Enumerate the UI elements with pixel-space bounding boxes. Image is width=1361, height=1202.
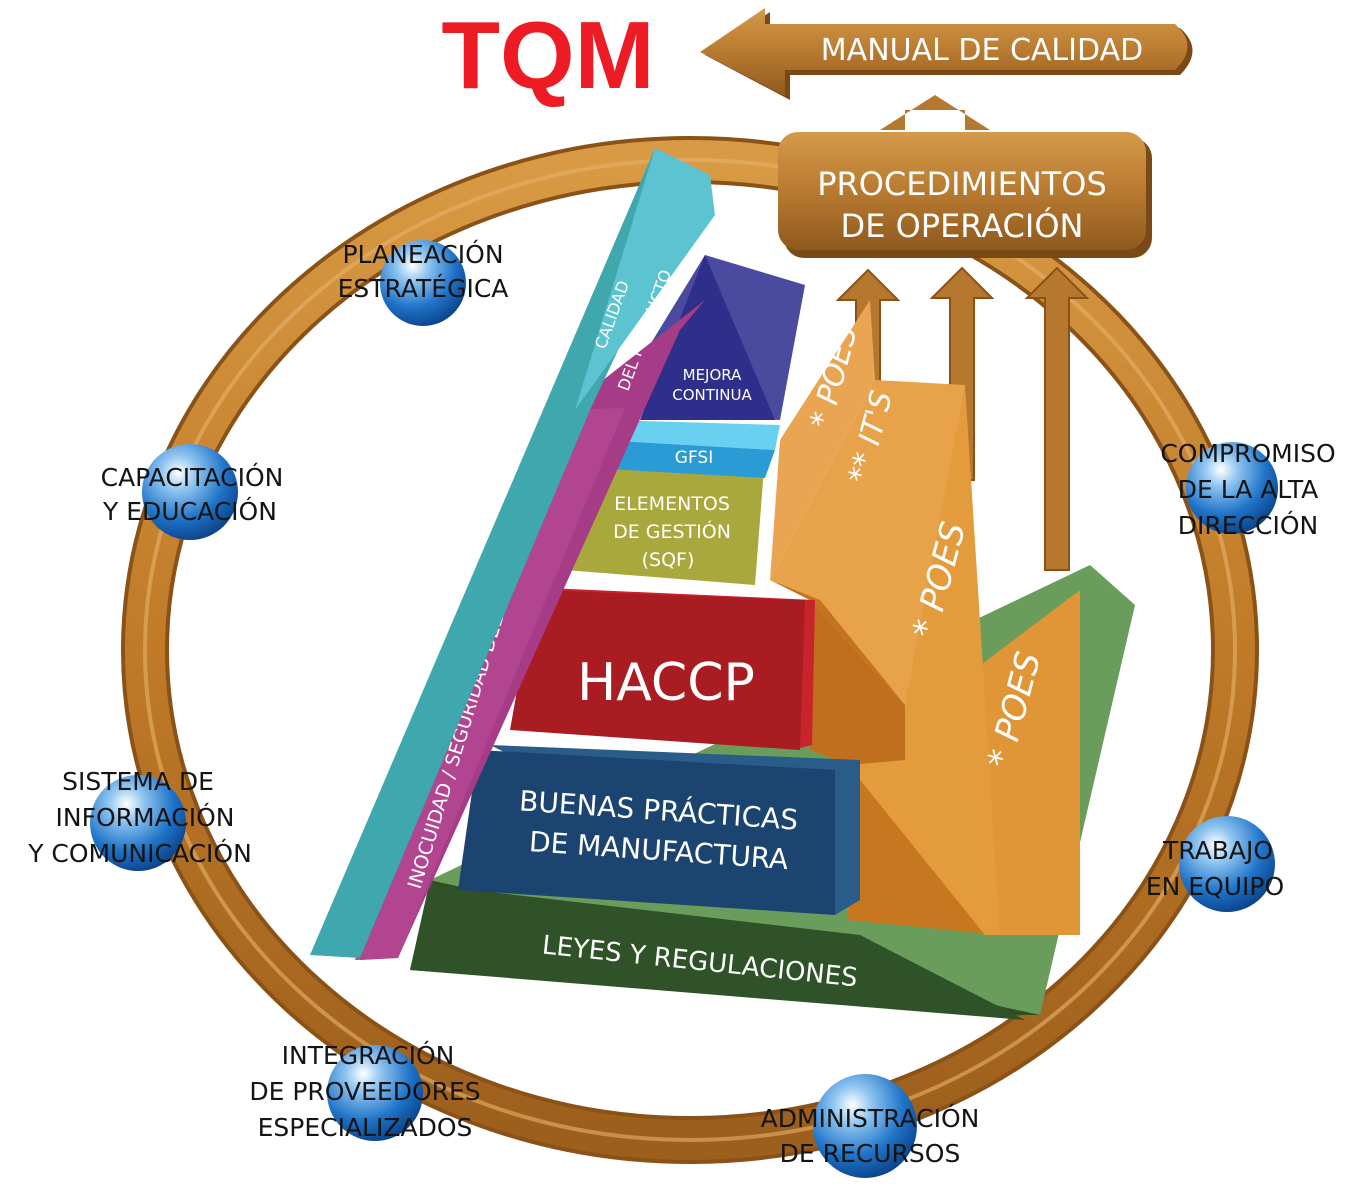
mejora-line1: MEJORA	[683, 366, 742, 384]
elementos-line3: (SQF)	[642, 549, 695, 571]
node-administracion: ADMINISTRACIÓN DE RECURSOS	[761, 1074, 980, 1178]
bpm-block: BUENAS PRÁCTICAS DE MANUFACTURA	[458, 745, 860, 915]
node-trabajo-line1: TRABAJO	[1162, 836, 1273, 865]
node-integracion-line3: ESPECIALIZADOS	[258, 1113, 473, 1142]
gfsi-block: GFSI	[590, 420, 780, 478]
poes-block: * POES ** IT'S * POES * POES	[770, 300, 1080, 935]
node-capacitacion-line1: CAPACITACIÓN	[101, 462, 284, 492]
manual-label: MANUAL DE CALIDAD	[821, 33, 1143, 68]
node-integracion-line1: INTEGRACIÓN	[282, 1040, 455, 1070]
node-planeacion: PLANEACIÓN ESTRATÉGICA	[338, 239, 509, 326]
node-administracion-line2: DE RECURSOS	[780, 1139, 961, 1168]
elementos-line1: ELEMENTOS	[614, 493, 730, 515]
node-trabajo: TRABAJO EN EQUIPO	[1146, 816, 1284, 912]
gfsi-label: GFSI	[675, 448, 713, 468]
node-compromiso-line2: DE LA ALTA	[1178, 475, 1319, 504]
mejora-line2: CONTINUA	[672, 386, 752, 404]
tqm-title: TQM	[441, 2, 654, 109]
node-trabajo-line2: EN EQUIPO	[1146, 872, 1284, 901]
node-integracion: INTEGRACIÓN DE PROVEEDORES ESPECIALIZADO…	[249, 1040, 480, 1142]
elementos-block: ELEMENTOS DE GESTIÓN (SQF)	[565, 455, 765, 585]
node-sistema: SISTEMA DE INFORMACIÓN Y COMUNICACIÓN	[27, 767, 252, 871]
procedures-line2: DE OPERACIÓN	[841, 206, 1084, 245]
node-administracion-line1: ADMINISTRACIÓN	[761, 1103, 980, 1133]
elementos-line2: DE GESTIÓN	[613, 519, 731, 543]
node-capacitacion: CAPACITACIÓN Y EDUCACIÓN	[101, 444, 284, 540]
node-integracion-line2: DE PROVEEDORES	[249, 1077, 480, 1106]
procedures-box: PROCEDIMIENTOS DE OPERACIÓN	[778, 95, 1152, 258]
node-sistema-line2: INFORMACIÓN	[56, 802, 235, 832]
procedures-line1: PROCEDIMIENTOS	[817, 165, 1107, 203]
node-sistema-line1: SISTEMA DE	[62, 767, 214, 796]
haccp-block: HACCP	[510, 588, 815, 750]
node-compromiso: COMPROMISO DE LA ALTA DIRECCIÓN	[1160, 439, 1335, 540]
node-planeacion-line1: PLANEACIÓN	[342, 239, 503, 269]
node-compromiso-line1: COMPROMISO	[1160, 439, 1335, 468]
node-sistema-line3: Y COMUNICACIÓN	[27, 838, 252, 868]
mejora-block: MEJORA CONTINUA	[610, 255, 805, 420]
manual-arrow: MANUAL DE CALIDAD	[700, 8, 1193, 100]
node-capacitacion-line2: Y EDUCACIÓN	[102, 496, 277, 526]
node-planeacion-line2: ESTRATÉGICA	[338, 274, 509, 303]
node-compromiso-line3: DIRECCIÓN	[1178, 510, 1318, 540]
haccp-label: HACCP	[577, 653, 755, 713]
ring	[121, 136, 1259, 1164]
